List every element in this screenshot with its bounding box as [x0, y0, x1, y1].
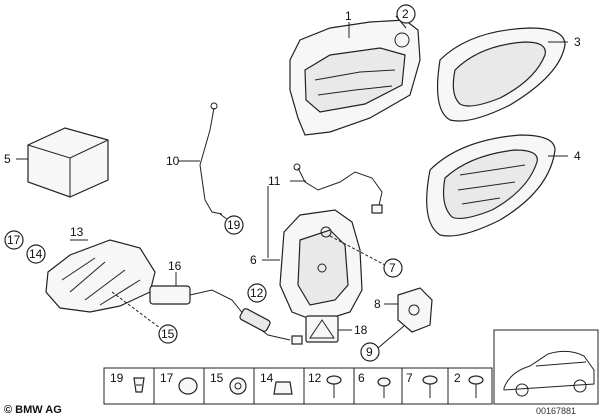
callout-6: 6	[250, 253, 257, 267]
bolt-icon	[422, 375, 438, 398]
legend-label-7: 7	[406, 371, 413, 385]
part-3-outer-handle	[436, 27, 566, 122]
callout-9: 9	[366, 345, 373, 359]
part-18-warning-label	[305, 315, 339, 343]
nut-icon	[377, 377, 391, 398]
part-11-cable	[293, 163, 383, 214]
legend-label-15: 15	[210, 371, 224, 385]
copyright-symbol: ©	[4, 404, 13, 416]
fastener-clip-icon	[133, 377, 145, 393]
brand-name: BMW AG	[15, 404, 62, 416]
part-8-bracket	[397, 287, 433, 333]
legend-label-17: 17	[160, 371, 174, 385]
leader-9	[377, 325, 405, 349]
callout-11: 11	[268, 174, 281, 188]
callout-circle-12	[247, 283, 267, 303]
callout-7: 7	[389, 261, 396, 275]
leader-15	[111, 291, 161, 329]
part-4-outer-handle-cover	[426, 134, 556, 237]
legend-label-14: 14	[260, 371, 274, 385]
callout-14: 14	[29, 247, 43, 261]
callout-circle-14	[26, 244, 46, 264]
callout-5: 5	[4, 152, 11, 166]
callout-circle-17	[4, 230, 24, 250]
legend-label-2: 2	[454, 371, 461, 385]
leader-7	[329, 235, 386, 266]
callout-16: 16	[168, 259, 182, 273]
callout-15: 15	[161, 327, 175, 341]
callout-1: 1	[345, 9, 352, 23]
callout-circle-19a	[224, 215, 244, 235]
callout-10: 10	[166, 154, 180, 168]
callout-circle-2	[396, 4, 416, 24]
part-16-actuator	[149, 285, 303, 345]
callout-2: 2	[402, 7, 409, 21]
callout-13: 13	[70, 225, 84, 239]
screw-icon	[326, 375, 342, 398]
diagram-id: 00167881	[536, 406, 577, 416]
callout-12: 12	[250, 286, 264, 300]
legend-label-6: 6	[358, 371, 365, 385]
car-thumbnail	[493, 329, 599, 405]
part-5-box	[27, 127, 109, 198]
part-13-shell	[45, 239, 156, 313]
callout-circle-15	[158, 324, 178, 344]
callout-18: 18	[354, 323, 368, 337]
callout-circle-9	[360, 342, 380, 362]
grommet-icon	[229, 377, 247, 395]
callout-8: 8	[374, 297, 381, 311]
part-10-rod	[199, 102, 223, 215]
legend-label-12: 12	[308, 371, 322, 385]
legend-strip: 19 17 15 14 12 6 7 2	[103, 367, 493, 405]
part-6-lock-housing	[279, 209, 363, 323]
clip-nut-icon	[273, 381, 293, 395]
brand-footer: © BMW AG	[4, 404, 62, 416]
callout-4: 4	[574, 149, 581, 163]
callout-circle-7	[383, 258, 403, 278]
legend-label-19: 19	[110, 371, 124, 385]
callout-3: 3	[574, 35, 581, 49]
callout-17: 17	[7, 233, 21, 247]
plug-icon	[178, 377, 198, 395]
callout-19: 19	[227, 218, 241, 232]
part-1-handle-carrier	[289, 19, 421, 136]
torx-screw-icon	[468, 375, 484, 398]
